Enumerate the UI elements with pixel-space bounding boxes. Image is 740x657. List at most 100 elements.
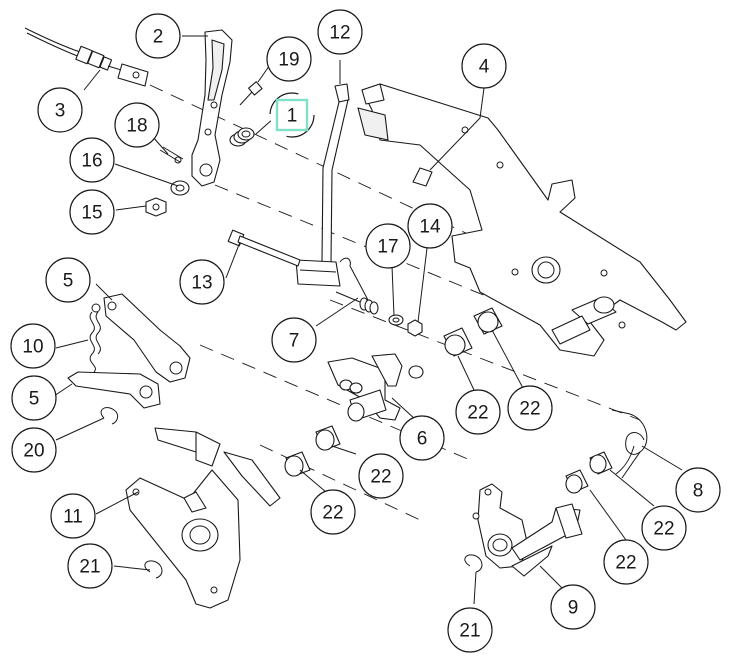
callout-circle	[50, 493, 96, 539]
callout-c14: 14	[407, 203, 453, 249]
callout-c15: 15	[69, 189, 115, 235]
callout-c1: 1	[269, 92, 315, 138]
callout-label: 11	[63, 507, 83, 528]
callout-c4: 4	[461, 43, 507, 89]
callout-label: 22	[370, 467, 391, 488]
callout-circle	[67, 543, 113, 589]
callout-circle	[271, 317, 317, 363]
callout-label: 5	[29, 389, 40, 410]
callout-c22a: 22	[455, 389, 501, 435]
callout-c12: 12	[317, 9, 363, 55]
callout-circle	[603, 539, 649, 585]
callout-circle	[461, 43, 507, 89]
callout-circle	[358, 453, 404, 499]
highlight-box	[275, 98, 309, 132]
callout-circle	[10, 323, 56, 369]
part-clips-21	[144, 554, 483, 579]
callout-label: 22	[322, 503, 343, 524]
callout-leader-lines	[53, 35, 683, 605]
part-link-plate-lower	[67, 371, 161, 409]
part-control-rod	[295, 83, 350, 287]
part-main-bracket	[357, 83, 687, 357]
callout-label: 20	[23, 441, 44, 462]
callout-label: 6	[417, 429, 428, 450]
callout-circle	[179, 259, 225, 305]
callout-c18: 18	[114, 102, 160, 148]
part-cotter-pin	[159, 146, 184, 164]
callout-c11: 11	[50, 493, 96, 539]
callout-label: 21	[459, 621, 480, 642]
callout-circle	[11, 427, 57, 473]
callout-circle	[641, 505, 687, 551]
callout-c13: 13	[179, 259, 225, 305]
part-upper-lever	[191, 29, 233, 187]
callout-circle	[37, 87, 83, 133]
callout-c5b: 5	[11, 375, 57, 421]
callout-label: 7	[289, 331, 300, 352]
callout-label: 22	[519, 399, 540, 420]
callout-circle	[69, 189, 115, 235]
part-coil-spring	[229, 127, 255, 147]
callout-circle	[365, 223, 411, 269]
callout-circle	[266, 36, 312, 82]
callout-c6: 6	[399, 415, 445, 461]
callout-label: 14	[419, 217, 441, 238]
callout-circle	[11, 375, 57, 421]
callout-circle	[69, 137, 115, 183]
callout-c7: 7	[271, 317, 317, 363]
part-e-clip	[100, 407, 119, 425]
part-screw	[239, 81, 263, 106]
callout-label: 9	[568, 598, 579, 619]
callout-label: 10	[22, 337, 43, 358]
callout-c22b: 22	[507, 385, 553, 431]
callout-c3: 3	[37, 87, 83, 133]
callout-circle	[135, 13, 181, 59]
callout-label: 1	[287, 106, 298, 127]
callout-label: 18	[126, 116, 147, 137]
callout-circle	[399, 415, 445, 461]
callout-label: 12	[329, 23, 350, 44]
callout-circle	[447, 607, 493, 653]
part-pivot-bracket	[327, 353, 424, 422]
part-torsion-spring	[611, 409, 648, 479]
callout-label: 19	[278, 50, 299, 71]
callout-c21b: 21	[447, 607, 493, 653]
callout-c22c: 22	[358, 453, 404, 499]
callout-circle	[507, 385, 553, 431]
callout-c22f: 22	[603, 539, 649, 585]
callout-label: 3	[55, 101, 66, 122]
part-washer-nut	[145, 180, 190, 217]
callout-circle	[550, 584, 596, 630]
callout-label: 4	[479, 57, 490, 78]
callout-c22e: 22	[641, 505, 687, 551]
part-cable	[24, 27, 149, 87]
callout-c21a: 21	[67, 543, 113, 589]
callout-c20: 20	[11, 427, 57, 473]
callout-label: 21	[79, 557, 100, 578]
callout-label: 17	[377, 237, 398, 258]
callout-label: 5	[63, 271, 74, 292]
part-shift-arm	[125, 427, 281, 609]
callout-label: 2	[153, 27, 164, 48]
callout-circle	[45, 257, 91, 303]
callout-c22d: 22	[310, 489, 356, 535]
callout-c16: 16	[69, 137, 115, 183]
callout-c10: 10	[10, 323, 56, 369]
callout-circle	[455, 389, 501, 435]
part-extension-spring	[89, 303, 101, 373]
part-return-spring-assembly	[335, 257, 423, 337]
callout-label: 22	[615, 553, 636, 574]
part-lower-right-arm	[472, 483, 583, 577]
callout-label: 8	[693, 481, 704, 502]
callout-c19: 19	[266, 36, 312, 82]
callout-label: 22	[467, 403, 488, 424]
callout-label: 22	[653, 519, 674, 540]
part-long-bolt	[227, 229, 301, 267]
callout-circle	[317, 9, 363, 55]
callout-label: 16	[81, 151, 102, 172]
callout-c17: 17	[365, 223, 411, 269]
callout-c2: 2	[135, 13, 181, 59]
